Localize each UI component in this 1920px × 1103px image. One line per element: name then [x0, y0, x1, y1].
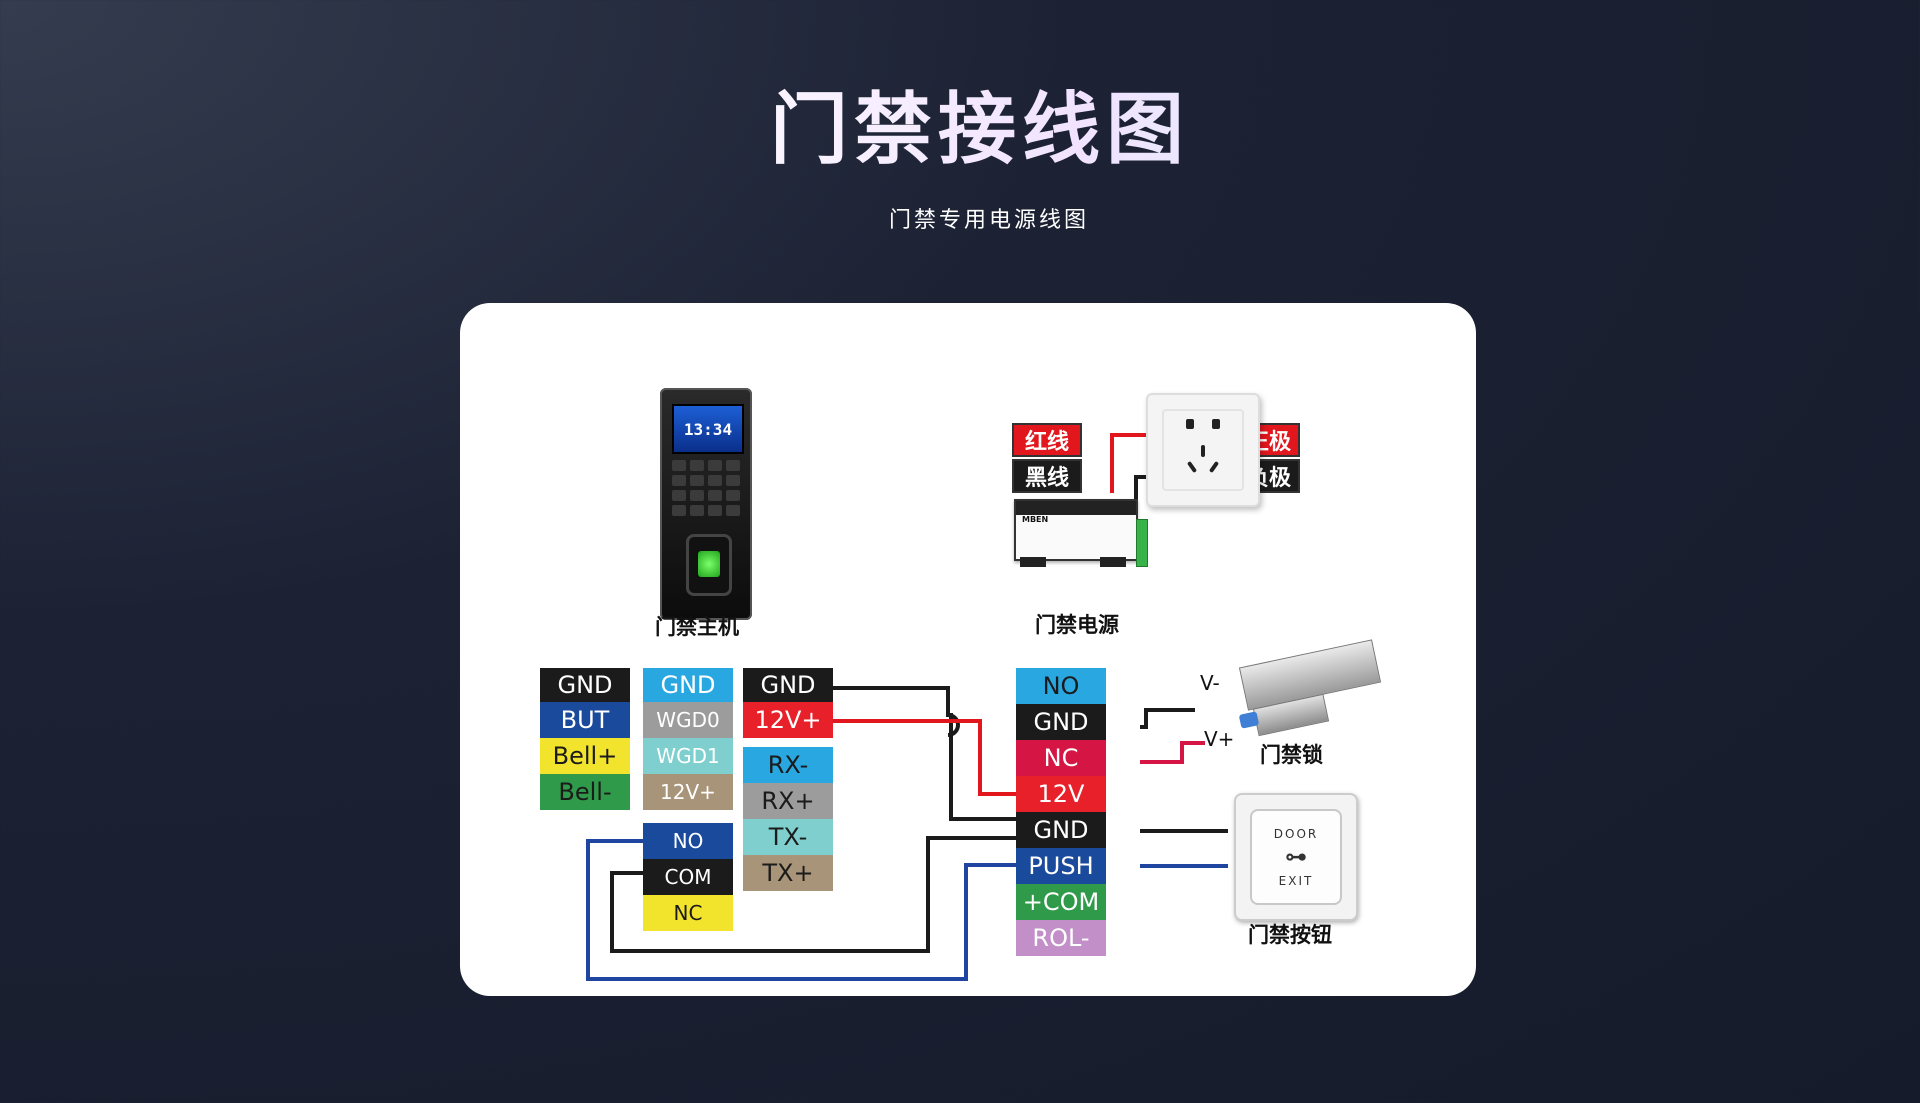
- col3-tx-plus: TX+: [743, 855, 833, 891]
- wire-12v: [833, 719, 1016, 796]
- psu-no: NO: [1016, 668, 1106, 704]
- col1-bell-plus: Bell+: [540, 738, 630, 774]
- exit-button-door-text: DOOR: [1273, 826, 1319, 841]
- wire-gnd-hop: [947, 713, 960, 737]
- wire-no-loop: [586, 839, 1016, 981]
- psu-com: +COM: [1016, 884, 1106, 920]
- wiring-lines: [586, 433, 1240, 981]
- col3-tx-minus: TX-: [743, 819, 833, 855]
- col3-gnd: GND: [743, 668, 833, 702]
- psu-12v: 12V: [1016, 776, 1106, 812]
- psu-terminal-block: [1136, 519, 1148, 567]
- psu-push: PUSH: [1016, 848, 1106, 884]
- relay-com: COM: [643, 859, 733, 895]
- wire-lock-minus: [1140, 708, 1195, 729]
- col2-wgd1: WGD1: [643, 738, 733, 774]
- col2-wgd0: WGD0: [643, 702, 733, 738]
- lock-caption: 门禁锁: [1260, 743, 1323, 767]
- access-terminal: 13:34: [660, 388, 752, 620]
- psu-foot-right: [1100, 557, 1126, 567]
- col2-gnd: GND: [643, 668, 733, 702]
- terminal-screen: 13:34: [672, 404, 744, 454]
- wire-lock-plus: [1140, 741, 1205, 764]
- wall-socket-icon: [1146, 393, 1260, 507]
- power-supply-caption: 门禁电源: [1035, 613, 1119, 637]
- col3-rx-minus: RX-: [743, 747, 833, 783]
- tag-red-wire: 红线: [1012, 423, 1082, 457]
- tag-black-wire: 黑线: [1012, 459, 1082, 493]
- psu-gnd-2: GND: [1016, 812, 1106, 848]
- keypad: [672, 460, 740, 516]
- terminal-caption: 门禁主机: [655, 615, 739, 639]
- psu-rol: ROL-: [1016, 920, 1106, 956]
- psu-nc: NC: [1016, 740, 1106, 776]
- col3-12v: 12V+: [743, 702, 833, 738]
- power-supply: MBEN: [1014, 499, 1138, 561]
- psu-brand: MBEN: [1022, 515, 1049, 524]
- col3-rx-plus: RX+: [743, 783, 833, 819]
- fingerprint-sensor-icon: [686, 534, 732, 596]
- lock-v-minus: V-: [1200, 671, 1220, 695]
- psu-foot-left: [1020, 557, 1046, 567]
- psu-gnd-1: GND: [1016, 704, 1106, 740]
- col1-gnd: GND: [540, 668, 630, 702]
- col2-12v: 12V+: [643, 774, 733, 810]
- diagram-card: 13:34 门禁主机 MBEN 门禁电源 红线 黑线 正极 负极 V- V+ 门…: [460, 303, 1476, 996]
- relay-no: NO: [643, 823, 733, 859]
- wire-com-loop: [610, 836, 1016, 953]
- col1-bell-minus: Bell-: [540, 774, 630, 810]
- page-subtitle: 门禁专用电源线图: [888, 208, 1089, 233]
- col1-but: BUT: [540, 702, 630, 738]
- wire-gnd-main: [833, 686, 1016, 821]
- relay-nc: NC: [643, 895, 733, 931]
- lock-v-plus: V+: [1204, 727, 1235, 751]
- page-title: 门禁接线图: [0, 87, 1920, 174]
- exit-button-exit-text: EXIT: [1278, 873, 1314, 888]
- key-icon: ⊶: [1285, 844, 1307, 870]
- exit-button-icon: DOOR ⊶ EXIT: [1234, 793, 1358, 921]
- exit-button-caption: 门禁按钮: [1248, 923, 1332, 947]
